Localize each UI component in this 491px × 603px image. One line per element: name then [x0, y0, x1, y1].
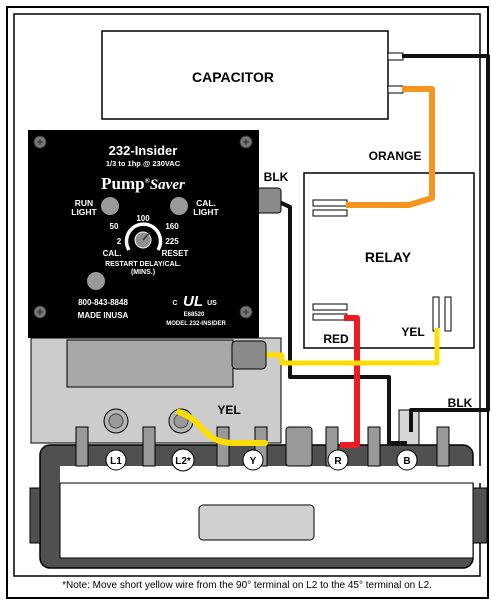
terminal-circle-r	[327, 449, 349, 471]
terminal-circle-l2	[171, 448, 195, 472]
inner-box	[13, 13, 481, 577]
dial-2: 2	[117, 237, 122, 246]
relay-label: RELAY	[365, 249, 412, 265]
blk-right-label: BLK	[448, 396, 473, 410]
footnote: *Note: Move short yellow wire from the 9…	[62, 580, 432, 591]
dial-reset: RESET	[162, 249, 189, 258]
terminal-end-tab	[472, 487, 488, 544]
yellow-jumper	[176, 409, 268, 446]
terminal-end-tab	[29, 487, 41, 544]
cal-light	[170, 197, 188, 215]
terminal-slot	[198, 504, 315, 541]
terminal-label-l1: L1	[110, 456, 122, 467]
pumpsaver-brand: Pump®Saver	[101, 174, 185, 193]
ul-us: US	[207, 300, 217, 307]
red-wire	[340, 315, 360, 448]
model-line: MODEL 232-INSIDER	[166, 321, 226, 327]
run-light	[101, 197, 119, 215]
ul-c: C	[172, 300, 177, 307]
terminal-label-l2: L2*	[175, 456, 191, 467]
relay-tab	[312, 303, 348, 311]
red-wire-label: RED	[323, 332, 349, 346]
pumpsaver-made-in: MADE INUSA	[78, 311, 129, 320]
terminal-label-b: B	[403, 456, 410, 467]
brand-pump: Pump	[101, 174, 144, 193]
terminal-circle-y	[242, 449, 264, 471]
terminal-strip	[60, 466, 487, 483]
yellow-wire-relay	[266, 328, 440, 366]
capacitor-body	[101, 30, 389, 120]
brand-mark: ®	[145, 177, 151, 185]
terminal-divider	[75, 426, 89, 467]
panel-screw-crosses	[37, 139, 249, 315]
ul-logo-icon: UL	[183, 293, 203, 310]
housing-window	[66, 339, 234, 388]
dial-cal: CAL.	[103, 249, 122, 258]
capacitor-tab-top	[387, 52, 404, 61]
terminal-circle-l1	[105, 449, 127, 471]
pumpsaver-cable-top	[256, 187, 282, 214]
terminal-circle-b	[396, 449, 418, 471]
relay-tab	[312, 313, 348, 321]
terminal-screw-l1-inner	[108, 413, 124, 429]
relay-tab	[444, 296, 452, 332]
capacitor-tab-bottom	[387, 85, 404, 94]
dial-arc	[124, 222, 163, 251]
orange-wire-label: ORANGE	[369, 149, 422, 163]
relay-tab	[432, 296, 440, 332]
terminal-divider	[216, 426, 230, 467]
blk-top-label: BLK	[264, 170, 289, 184]
dial-50: 50	[110, 222, 119, 231]
terminal-nut	[285, 426, 313, 467]
orange-wire	[346, 86, 435, 208]
pumpsaver-rating: 1/3 to 1hp @ 230VAC	[106, 159, 181, 168]
dial-100: 100	[136, 214, 150, 223]
cal-light-label: CAL.LIGHT	[193, 198, 219, 217]
dial-160: 160	[165, 222, 179, 231]
restart-delay-units: (MINS.)	[131, 269, 155, 276]
black-wire-left	[276, 199, 407, 445]
yel-jumper-label: YEL	[217, 403, 240, 417]
brand-saver: Saver	[150, 177, 185, 193]
cert-number: E68520	[184, 312, 205, 318]
terminal-divider	[367, 426, 381, 467]
terminal-divider	[436, 426, 450, 467]
reset-button[interactable]	[87, 272, 105, 290]
restart-delay-label: RESTART DELAY/CAL.	[105, 261, 181, 268]
yel-relay-label: YEL	[401, 325, 424, 339]
black-wire-right	[402, 54, 490, 432]
pumpsaver-cable-bottom	[231, 340, 267, 370]
terminal-label-y: Y	[250, 456, 257, 467]
relay-tab	[312, 199, 348, 207]
terminal-divider	[142, 426, 156, 467]
relay-tab	[312, 209, 348, 217]
pumpsaver-phone: 800-843-8848	[78, 298, 128, 307]
dial-pointer	[142, 231, 151, 241]
capacitor-label: CAPACITOR	[192, 69, 274, 85]
terminal-label-r: R	[334, 456, 342, 467]
dial-225: 225	[165, 237, 179, 246]
pumpsaver-model: 232-Insider	[109, 143, 178, 158]
